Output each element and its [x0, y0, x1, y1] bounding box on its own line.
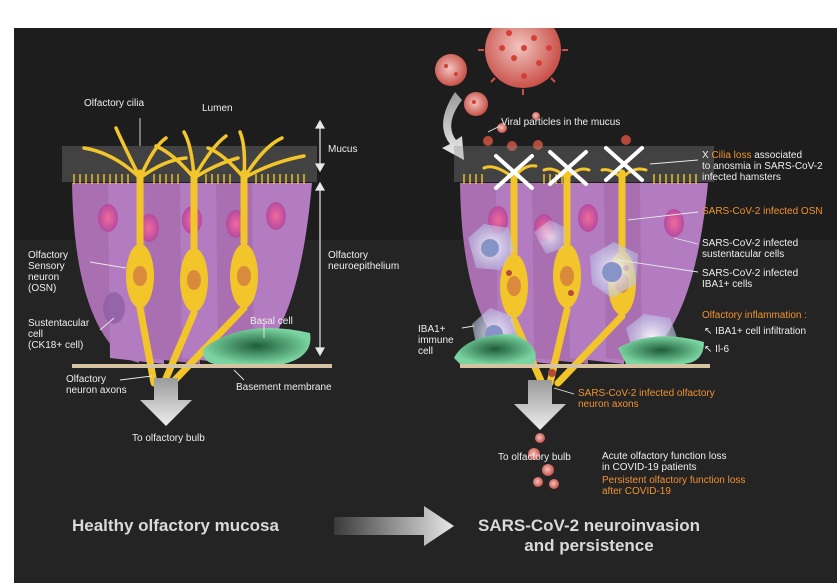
inflammation-item-1: ↖ IBA1+ cell infiltration: [704, 326, 806, 337]
label-infected-osn: SARS-CoV-2 infected OSN: [702, 206, 823, 217]
neuron-somas: [126, 244, 258, 312]
label-to-bulb-left: To olfactory bulb: [132, 433, 205, 444]
label-iba1-immune: IBA1+ immune cell: [418, 324, 454, 357]
label-olfactory-cilia: Olfactory cilia: [84, 98, 144, 109]
label-sustentacular: Sustentacular cell (CK18+ cell): [28, 318, 89, 351]
illustration: [14, 28, 837, 583]
inflammation-item-2: ↖ Il-6: [704, 344, 729, 355]
label-cilia-loss: X Cilia loss associated to anosmia in SA…: [702, 150, 837, 183]
label-osn: Olfactory Sensory neuron (OSN): [28, 250, 68, 294]
label-lumen: Lumen: [202, 103, 233, 114]
label-mucus: Mucus: [328, 144, 357, 155]
label-persistent-loss: Persistent olfactory function loss after…: [602, 475, 745, 497]
label-acute-loss: Acute olfactory function loss in COVID-1…: [602, 451, 727, 473]
basement-membrane-infected: [460, 364, 710, 368]
basement-membrane: [72, 364, 332, 368]
label-infected-iba1: SARS-CoV-2 infected IBA1+ cells: [702, 268, 798, 290]
label-infected-sustentacular: SARS-CoV-2 infected sustentacular cells: [702, 238, 798, 260]
up-arrow-icon: ↖: [704, 344, 712, 355]
label-infected-axons: SARS-CoV-2 infected olfactory neuron axo…: [578, 388, 715, 410]
label-neuroepithelium: Olfactory neuroepithelium: [328, 250, 399, 272]
label-viral-particles: Viral particles in the mucus: [501, 117, 620, 128]
figure-canvas: Olfactory cilia Lumen Mucus Olfactory Se…: [14, 28, 837, 583]
virus-particles: [435, 28, 631, 151]
label-basement-membrane: Basement membrane: [236, 382, 332, 393]
label-inflammation-title: Olfactory inflammation :: [702, 310, 807, 321]
label-axons: Olfactory neuron axons: [66, 374, 127, 396]
label-basal-cell: Basal cell: [250, 316, 293, 327]
title-invasion: SARS-CoV-2 neuroinvasion and persistence: [454, 516, 724, 556]
label-to-bulb-right: To olfactory bulb: [498, 452, 571, 463]
up-arrow-icon: ↖: [704, 326, 712, 337]
title-healthy: Healthy olfactory mucosa: [72, 516, 332, 536]
